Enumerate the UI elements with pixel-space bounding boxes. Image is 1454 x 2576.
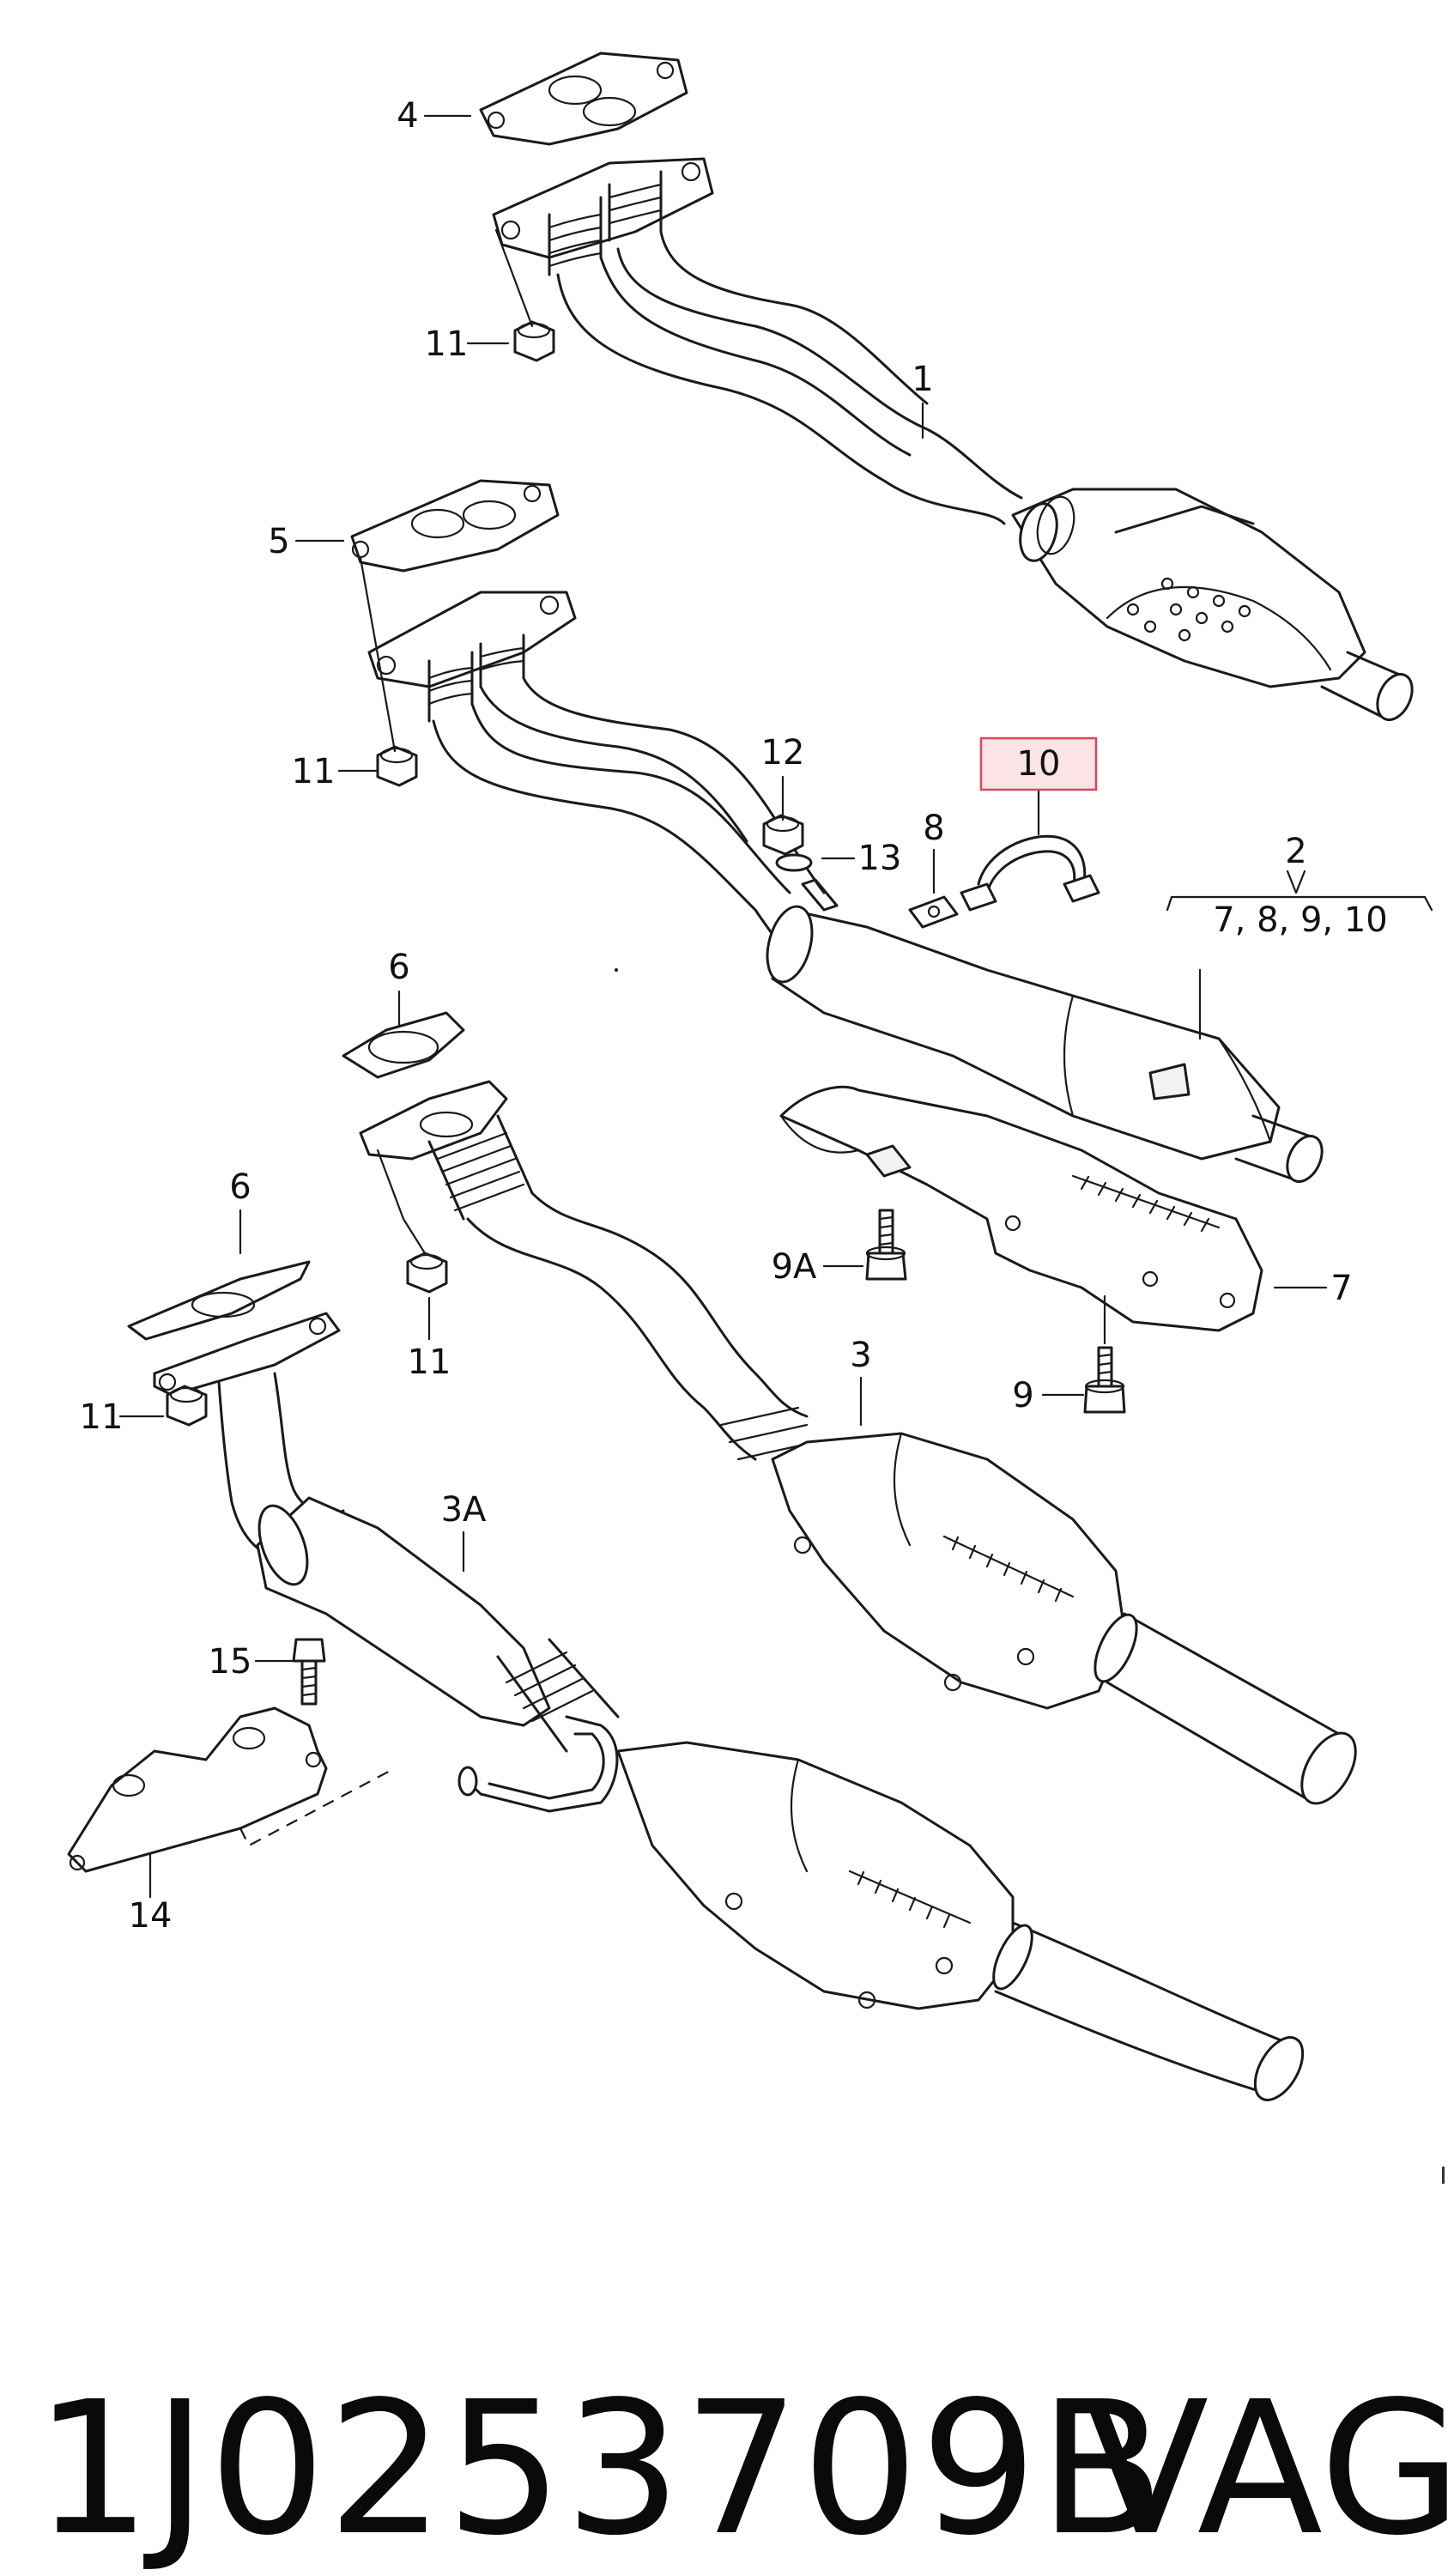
callout-1: 1 <box>912 360 933 399</box>
part-3A-front-pipe-assembly <box>127 1260 1305 2101</box>
callout-labels: 1 4 11 5 11 12 13 8 10 2 7, 8, 9, 10 6 9… <box>80 96 1388 1936</box>
converter-3-ribs <box>951 1536 1063 1603</box>
callout-9A: 9A <box>772 1247 817 1287</box>
callout-2-sublist: 7, 8, 9, 10 <box>1213 900 1388 940</box>
bolt-15 <box>292 1638 326 1706</box>
callout-12: 12 <box>761 733 805 773</box>
gasket-6-a <box>342 1011 465 1079</box>
callout-15: 15 <box>209 1642 252 1682</box>
callout-5: 5 <box>268 522 289 561</box>
leader-lines <box>118 114 1433 1899</box>
brand-text: VAG <box>1083 2362 1454 2576</box>
converter-3A-ribs <box>857 1870 951 1929</box>
callout-10-highlight <box>979 736 1098 791</box>
callout-10: 10 <box>1017 744 1061 784</box>
clamp-10 <box>960 834 1100 912</box>
gasket-6-b <box>127 1260 311 1341</box>
converter-dimples-1 <box>1126 577 1251 642</box>
gasket-5 <box>350 479 560 573</box>
callout-6-a: 6 <box>388 948 409 987</box>
nut-11-b <box>359 556 418 787</box>
heat-shield-7 <box>779 1085 1263 1332</box>
callout-7: 7 <box>1330 1269 1352 1308</box>
nut-11-a <box>494 228 555 362</box>
edge-tick-mark <box>1442 2167 1445 2184</box>
callout-11-c: 11 <box>408 1343 451 1382</box>
callout-8: 8 <box>923 809 944 848</box>
callout-2: 2 <box>1285 832 1306 871</box>
callout-4: 4 <box>397 96 418 136</box>
nut-11-d <box>166 1385 208 1427</box>
plate-8 <box>908 895 959 929</box>
callout-13: 13 <box>858 839 902 878</box>
bracket-14 <box>67 1706 396 1890</box>
nut-11-c <box>376 1149 448 1294</box>
callout-3A: 3A <box>441 1490 487 1530</box>
callout-11-d: 11 <box>80 1397 124 1437</box>
callout-6-b: 6 <box>229 1167 251 1207</box>
callout-11-a: 11 <box>425 324 469 364</box>
heat-shield-7-ribs <box>1080 1175 1210 1233</box>
callout-3: 3 <box>850 1336 871 1375</box>
nut-12-washer-13 <box>762 814 839 912</box>
gasket-4 <box>479 52 688 146</box>
callout-14: 14 <box>129 1896 173 1936</box>
callout-11-b: 11 <box>292 752 336 791</box>
bolt-9A <box>865 1209 907 1281</box>
part-number-text: 1J0253709B <box>34 2362 1167 2576</box>
bolt-9 <box>1083 1294 1126 1414</box>
part-3-front-pipe-assembly <box>342 1011 1357 1805</box>
callout-9: 9 <box>1012 1376 1033 1415</box>
part-1-front-pipe-assembly <box>479 52 1414 721</box>
part-2-front-pipe-assembly <box>350 479 1324 1183</box>
